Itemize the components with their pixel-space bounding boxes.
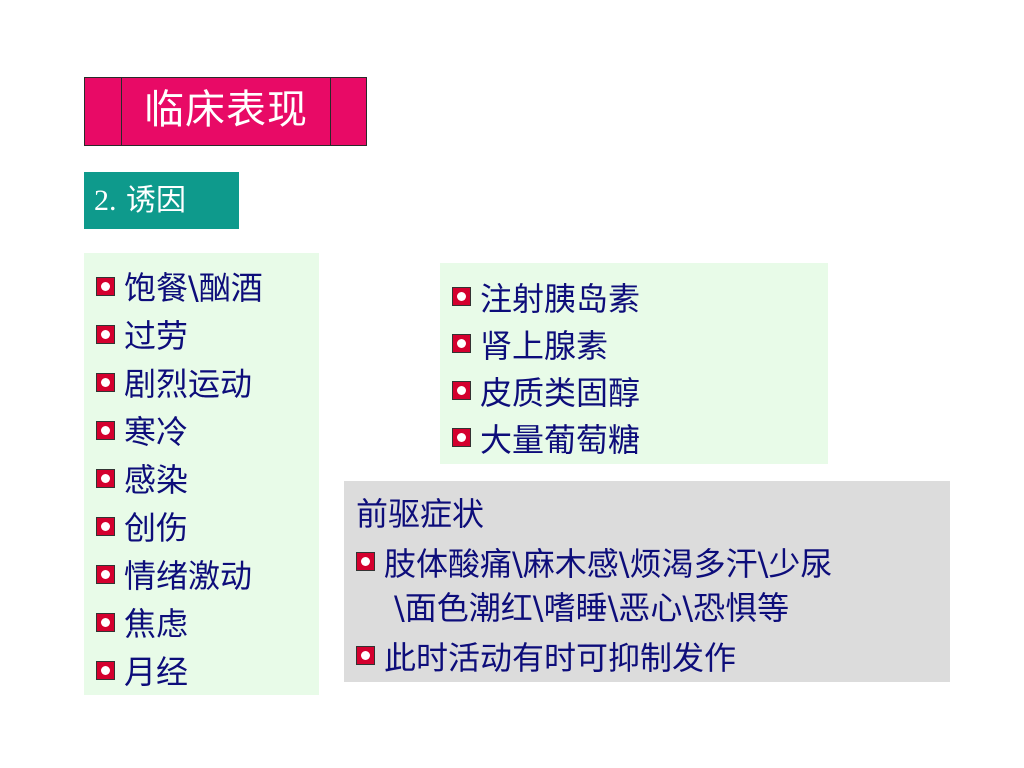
list-item-label: 肢体酸痛\麻木感\烦渴多汗\少尿 <box>384 544 833 583</box>
square-bullet-icon <box>96 564 115 584</box>
list-item: 过劳 <box>84 310 319 358</box>
square-bullet-icon <box>96 372 115 392</box>
section-title: 诱因 <box>126 183 187 218</box>
square-bullet-icon <box>96 516 115 536</box>
square-bullet-icon <box>452 428 471 447</box>
square-bullet-icon <box>96 420 115 440</box>
section-number: 2. <box>94 184 117 217</box>
prodrome-box: 前驱症状 肢体酸痛\麻木感\烦渴多汗\少尿 \面色潮红\嗜睡\恶心\恐惧等 此时… <box>344 481 950 682</box>
list-item: 肾上腺素 <box>440 320 828 367</box>
list-item-label: 饱餐\酗酒 <box>124 269 263 307</box>
square-bullet-icon <box>96 612 115 632</box>
list-item: 饱餐\酗酒 <box>84 262 319 310</box>
square-bullet-icon <box>96 660 115 680</box>
list-item: 情绪激动 <box>84 550 319 598</box>
list-item: 此时活动有时可抑制发作 <box>344 632 950 679</box>
prodrome-heading: 前驱症状 <box>356 495 485 533</box>
square-bullet-icon <box>356 552 375 571</box>
list-item: 感染 <box>84 454 319 502</box>
list-item-label: 注射胰岛素 <box>480 279 641 318</box>
triggers-list-left: 饱餐\酗酒 过劳 剧烈运动 寒冷 感染 创伤 情绪激动 焦虑 月经 <box>84 253 319 695</box>
square-bullet-icon <box>356 646 375 665</box>
list-item-label: 皮质类固醇 <box>480 373 641 412</box>
list-item: 大量葡萄糖 <box>440 414 828 461</box>
list-item-label: 创伤 <box>124 509 189 547</box>
list-item: 焦虑 <box>84 598 319 646</box>
square-bullet-icon <box>452 334 471 353</box>
list-item-label: 过劳 <box>124 317 189 355</box>
list-item-label: 寒冷 <box>124 413 189 451</box>
section-label: 2. 诱因 <box>84 172 239 229</box>
list-item: 创伤 <box>84 502 319 550</box>
list-item-label: 月经 <box>124 653 189 691</box>
list-item: 剧烈运动 <box>84 358 319 406</box>
page-title: 临床表现 <box>121 77 331 146</box>
list-item-label: 肾上腺素 <box>480 326 609 365</box>
list-item: 注射胰岛素 <box>440 273 828 320</box>
list-item: 月经 <box>84 646 319 694</box>
list-item-label: 情绪激动 <box>124 557 253 595</box>
square-bullet-icon <box>96 468 115 488</box>
list-item-label: 剧烈运动 <box>124 365 253 403</box>
drug-triggers-list: 注射胰岛素 肾上腺素 皮质类固醇 大量葡萄糖 <box>440 263 828 464</box>
square-bullet-icon <box>96 324 115 344</box>
square-bullet-icon <box>452 287 471 306</box>
square-bullet-icon <box>452 381 471 400</box>
list-item-continuation: \面色潮红\嗜睡\恶心\恐惧等 <box>394 589 790 627</box>
list-item-label: 大量葡萄糖 <box>480 420 641 459</box>
list-item: 皮质类固醇 <box>440 367 828 414</box>
list-item: 寒冷 <box>84 406 319 454</box>
list-item-label: 此时活动有时可抑制发作 <box>384 638 737 677</box>
square-bullet-icon <box>96 276 115 296</box>
list-item: 肢体酸痛\麻木感\烦渴多汗\少尿 <box>344 538 950 585</box>
list-item-label: 感染 <box>124 461 189 499</box>
list-item-label: 焦虑 <box>124 605 189 643</box>
title-box: 临床表现 <box>84 77 367 146</box>
